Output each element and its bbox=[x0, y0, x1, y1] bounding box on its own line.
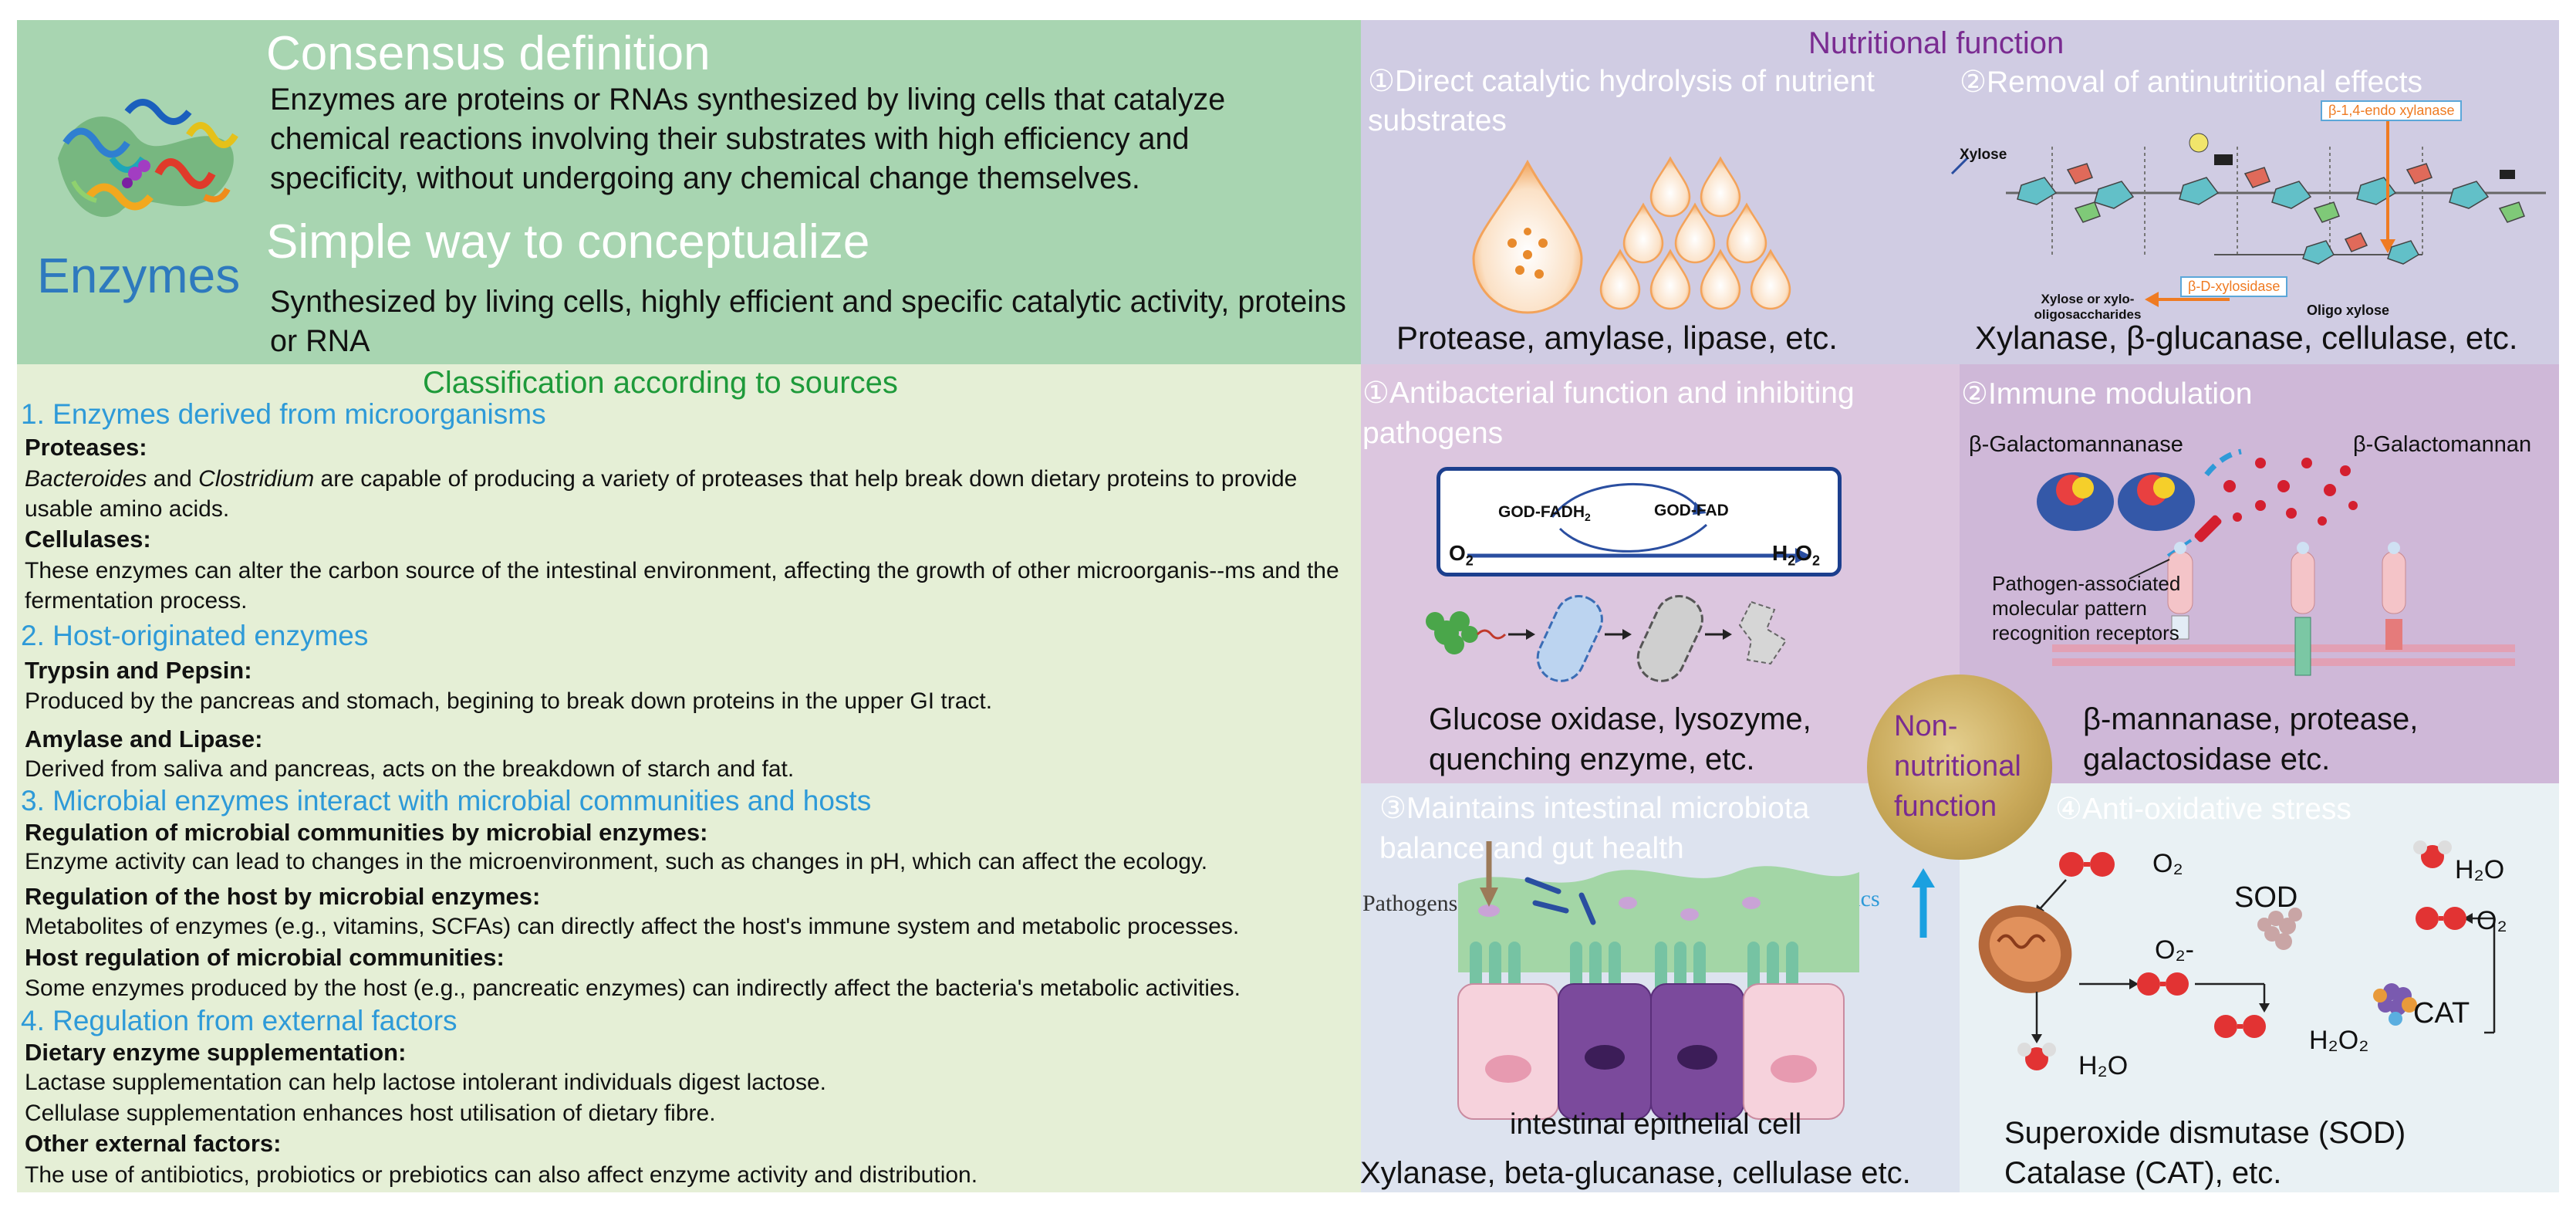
section-heading-external: 4. Regulation from external factors bbox=[21, 1005, 457, 1036]
protein-structure-illustration bbox=[58, 99, 238, 218]
cat-label: CAT bbox=[2413, 997, 2470, 1030]
xylose-label: Xylose bbox=[1960, 147, 2007, 163]
god-fadh-sub: 2 bbox=[1585, 511, 1591, 524]
bacteria-lysis-illustration bbox=[1426, 595, 1788, 682]
h2o2-o-text: O bbox=[1795, 541, 1813, 565]
antinutritional-title: ②Removal of antinutritional effects bbox=[1960, 66, 2423, 99]
h2o2-o-sub: 2 bbox=[1812, 553, 1821, 569]
antinutritional-caption: Xylanase, β-glucanase, cellulase, etc. bbox=[1975, 320, 2518, 356]
o2-reactant-text: O bbox=[1449, 541, 1466, 565]
god-fadh-text: GOD-FADH bbox=[1498, 503, 1585, 521]
immune-panel bbox=[1960, 364, 2559, 783]
h2o2-product-label: H2O2 bbox=[1772, 541, 1820, 570]
god-fad-label: GOD-FAD bbox=[1654, 502, 1729, 519]
xylosidase-label: β-D-xylosidase bbox=[2180, 276, 2288, 297]
classification-panel bbox=[17, 364, 1361, 1192]
direct-hydrolysis-caption: Protease, amylase, lipase, etc. bbox=[1396, 320, 1838, 356]
pamp-receptor-label: Pathogen-associated molecular pattern re… bbox=[1992, 572, 2181, 644]
item-text-amylase: Derived from saliva and pancreas, acts o… bbox=[25, 756, 795, 782]
section-heading-microorganisms: 1. Enzymes derived from microorganisms bbox=[21, 398, 546, 430]
consensus-definition-text: Enzymes are proteins or RNAs synthesized… bbox=[270, 83, 1226, 195]
pathogens-label: Pathogens bbox=[1362, 891, 1458, 916]
sod-label: SOD bbox=[2234, 881, 2298, 914]
immune-receptor-illustration bbox=[2037, 448, 2515, 676]
definition-panel bbox=[17, 20, 1361, 364]
item-label-cellulases: Cellulases: bbox=[25, 526, 151, 553]
oxidative-title: ④Anti-oxidative stress bbox=[2055, 793, 2351, 826]
direct-hydrolysis-title: ①Direct catalytic hydrolysis of nutrient… bbox=[1368, 65, 1875, 137]
intestinal-epithelium-illustration bbox=[1457, 841, 1859, 1120]
xylan-chain-illustration bbox=[1950, 116, 2546, 307]
bacteroides-text: Bacteroides bbox=[25, 466, 147, 492]
o2-radical-label: O₂- bbox=[2155, 935, 2194, 965]
item-text-regulation-host: Metabolites of enzymes (e.g., vitamins, … bbox=[25, 914, 1240, 939]
probiotics-up-arrow bbox=[1912, 868, 1935, 938]
consensus-definition-title: Consensus definition bbox=[266, 27, 711, 80]
enzymes-label: Enzymes bbox=[37, 248, 241, 303]
antibacterial-title: ①Antibacterial function and inhibiting p… bbox=[1362, 377, 1855, 450]
item-label-regulation-communities: Regulation of microbial communities by m… bbox=[25, 819, 708, 846]
oxidative-panel bbox=[1960, 783, 2559, 1192]
o2-reactant-label: O2 bbox=[1449, 541, 1474, 570]
item-text-dietary-cellulase: Cellulase supplementation enhances host … bbox=[25, 1101, 716, 1126]
o2-reactant-sub: 2 bbox=[1465, 553, 1474, 569]
non-nutritional-circle bbox=[1867, 675, 2052, 860]
item-label-other-external: Other external factors: bbox=[25, 1130, 282, 1157]
microbiota-caption: Xylanase, beta-glucanase, cellulase etc. bbox=[1360, 1156, 1911, 1190]
microbiota-title: ③Maintains intestinal microbiota balance… bbox=[1379, 792, 1810, 865]
item-label-trypsin: Trypsin and Pepsin: bbox=[25, 657, 252, 684]
h2o-right-label: H₂O bbox=[2455, 855, 2505, 884]
o2-right-label: O₂ bbox=[2476, 906, 2507, 935]
item-label-proteases: Proteases: bbox=[25, 434, 147, 461]
item-label-host-regulation: Host regulation of microbial communities… bbox=[25, 944, 505, 971]
xylo-oligo-label: Xylose or xylo-oligosaccharides bbox=[2034, 292, 2142, 322]
h2o2-label: H₂O₂ bbox=[2309, 1026, 2369, 1055]
item-text-dietary-lactase: Lactase supplementation can help lactose… bbox=[25, 1070, 826, 1095]
item-label-dietary: Dietary enzyme supplementation: bbox=[25, 1039, 407, 1066]
item-text-cellulases: These enzymes can alter the carbon sourc… bbox=[25, 558, 1339, 614]
god-reaction-arrows bbox=[1467, 483, 1811, 563]
simple-way-title: Simple way to conceptualize bbox=[266, 215, 870, 269]
god-fadh-label: GOD-FADH2 bbox=[1498, 503, 1591, 523]
antioxidant-pathway-illustration bbox=[1978, 840, 2496, 1070]
simple-way-text: Synthesized by living cells, highly effi… bbox=[270, 285, 1346, 358]
immune-title: ②Immune modulation bbox=[1961, 377, 2253, 411]
item-text-host-regulation: Some enzymes produced by the host (e.g.,… bbox=[25, 975, 1241, 1001]
oxidative-caption: Superoxide dismutase (SOD) Catalase (CAT… bbox=[2004, 1116, 2406, 1190]
item-text-proteases: Bacteroides and Clostridium are capable … bbox=[25, 464, 1336, 524]
immune-caption: β-mannanase, protease, galactosidase etc… bbox=[2083, 702, 2419, 776]
endo-xylanase-label: β-1,4-endo xylanase bbox=[2321, 100, 2463, 121]
section-heading-interactions: 3. Microbial enzymes interact with micro… bbox=[21, 785, 872, 817]
and-text: and bbox=[147, 466, 199, 492]
h2o2-h-text: H bbox=[1772, 541, 1788, 565]
h2o-bottom-label: H₂O bbox=[2078, 1051, 2129, 1080]
galactomannan-label: β-Galactomannan bbox=[2353, 432, 2532, 457]
item-text-trypsin: Produced by the pancreas and stomach, be… bbox=[25, 688, 993, 714]
h2o2-h-sub: 2 bbox=[1788, 553, 1796, 569]
o2-top-label: O₂ bbox=[2152, 849, 2183, 878]
antibacterial-caption: Glucose oxidase, lysozyme, quenching enz… bbox=[1429, 702, 1811, 776]
nutritional-title: Nutritional function bbox=[1808, 26, 2065, 60]
classification-title: Classification according to sources bbox=[423, 366, 898, 400]
item-label-amylase: Amylase and Lipase: bbox=[25, 725, 263, 752]
galactomannanase-label: β-Galactomannanase bbox=[1969, 432, 2183, 457]
item-text-other-external: The use of antibiotics, probiotics or pr… bbox=[25, 1162, 978, 1188]
section-heading-host: 2. Host-originated enzymes bbox=[21, 620, 369, 651]
non-nutritional-label: Non-nutritional function bbox=[1894, 710, 2021, 823]
epithelial-cell-label: intestinal epithelial cell bbox=[1510, 1108, 1802, 1141]
item-label-regulation-host: Regulation of the host by microbial enzy… bbox=[25, 883, 541, 910]
nutrient-drops-illustration bbox=[1472, 156, 1791, 314]
proteases-description: are capable of producing a variety of pr… bbox=[25, 466, 1298, 522]
oligo-xylose-label: Oligo xylose bbox=[2307, 303, 2390, 318]
clostridium-text: Clostridium bbox=[198, 466, 315, 492]
item-text-regulation-communities: Enzyme activity can lead to changes in t… bbox=[25, 849, 1208, 874]
